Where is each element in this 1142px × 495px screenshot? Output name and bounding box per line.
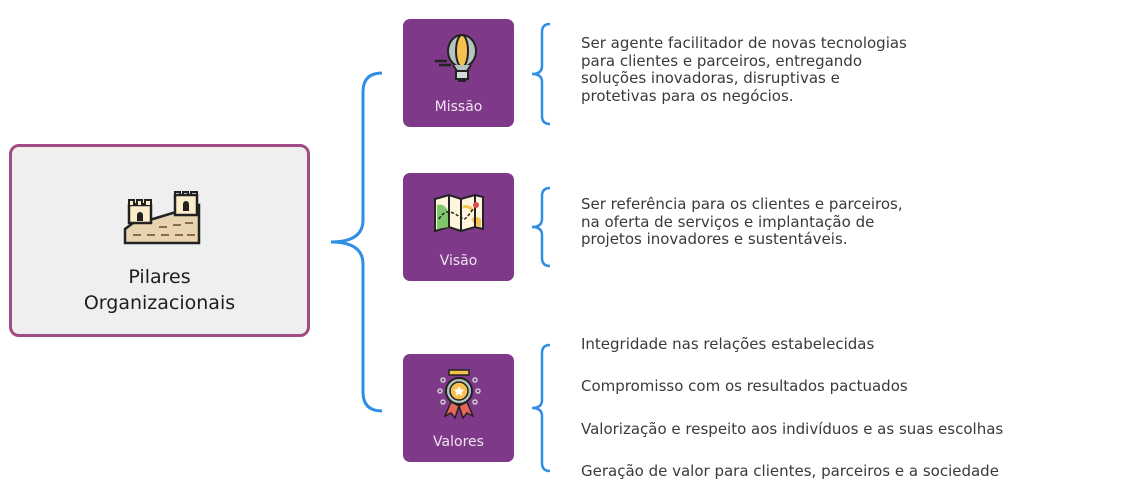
pillar-label: Missão — [434, 99, 483, 115]
description-visao: Ser referência para os clientes e parcei… — [581, 195, 903, 249]
description-line: soluções inovadoras, disruptivas e — [581, 69, 840, 87]
hot-air-balloon-lightbulb-icon — [435, 34, 477, 82]
root-title-line1: Pilares — [128, 266, 191, 288]
pillar-label: Valores — [433, 434, 484, 450]
description-line: protetivas para os negócios. — [581, 86, 794, 105]
root-node-pilares-organizacionais[interactable]: Pilares Organizacionais — [9, 144, 310, 337]
brace-visao — [531, 186, 551, 268]
main-brace-connector — [330, 71, 383, 413]
description-line: para clientes e parceiros, entregando — [581, 51, 863, 70]
valor-item: Compromisso com os resultados pactuados — [581, 377, 908, 395]
root-title: Pilares Organizacionais — [12, 264, 307, 316]
description-line: projetos inovadores e sustentáveis. — [581, 230, 848, 248]
description-line: Ser referência para os clientes e parcei… — [581, 195, 903, 213]
valor-item: Geração de valor para clientes, parceiro… — [581, 462, 999, 480]
castle-wall-icon — [123, 191, 201, 245]
pillar-label: Visão — [439, 253, 478, 269]
pillar-valores[interactable]: Valores — [403, 354, 514, 462]
map-icon — [434, 193, 484, 233]
description-missao: Ser agente facilitador de novas tecnolog… — [581, 34, 907, 105]
description-line: Ser agente facilitador de novas tecnolog… — [581, 34, 907, 52]
brace-missao — [531, 22, 551, 126]
pillar-visao[interactable]: Visão — [403, 173, 514, 281]
pillar-missao[interactable]: Missão — [403, 19, 514, 127]
valor-item: Valorização e respeito aos indivíduos e … — [581, 420, 1004, 438]
medal-icon — [437, 369, 481, 420]
root-title-line2: Organizacionais — [83, 292, 236, 314]
valor-item: Integridade nas relações estabelecidas — [581, 335, 875, 353]
brace-valores — [531, 343, 551, 473]
description-line: na oferta de serviços e implantação de — [581, 212, 875, 231]
